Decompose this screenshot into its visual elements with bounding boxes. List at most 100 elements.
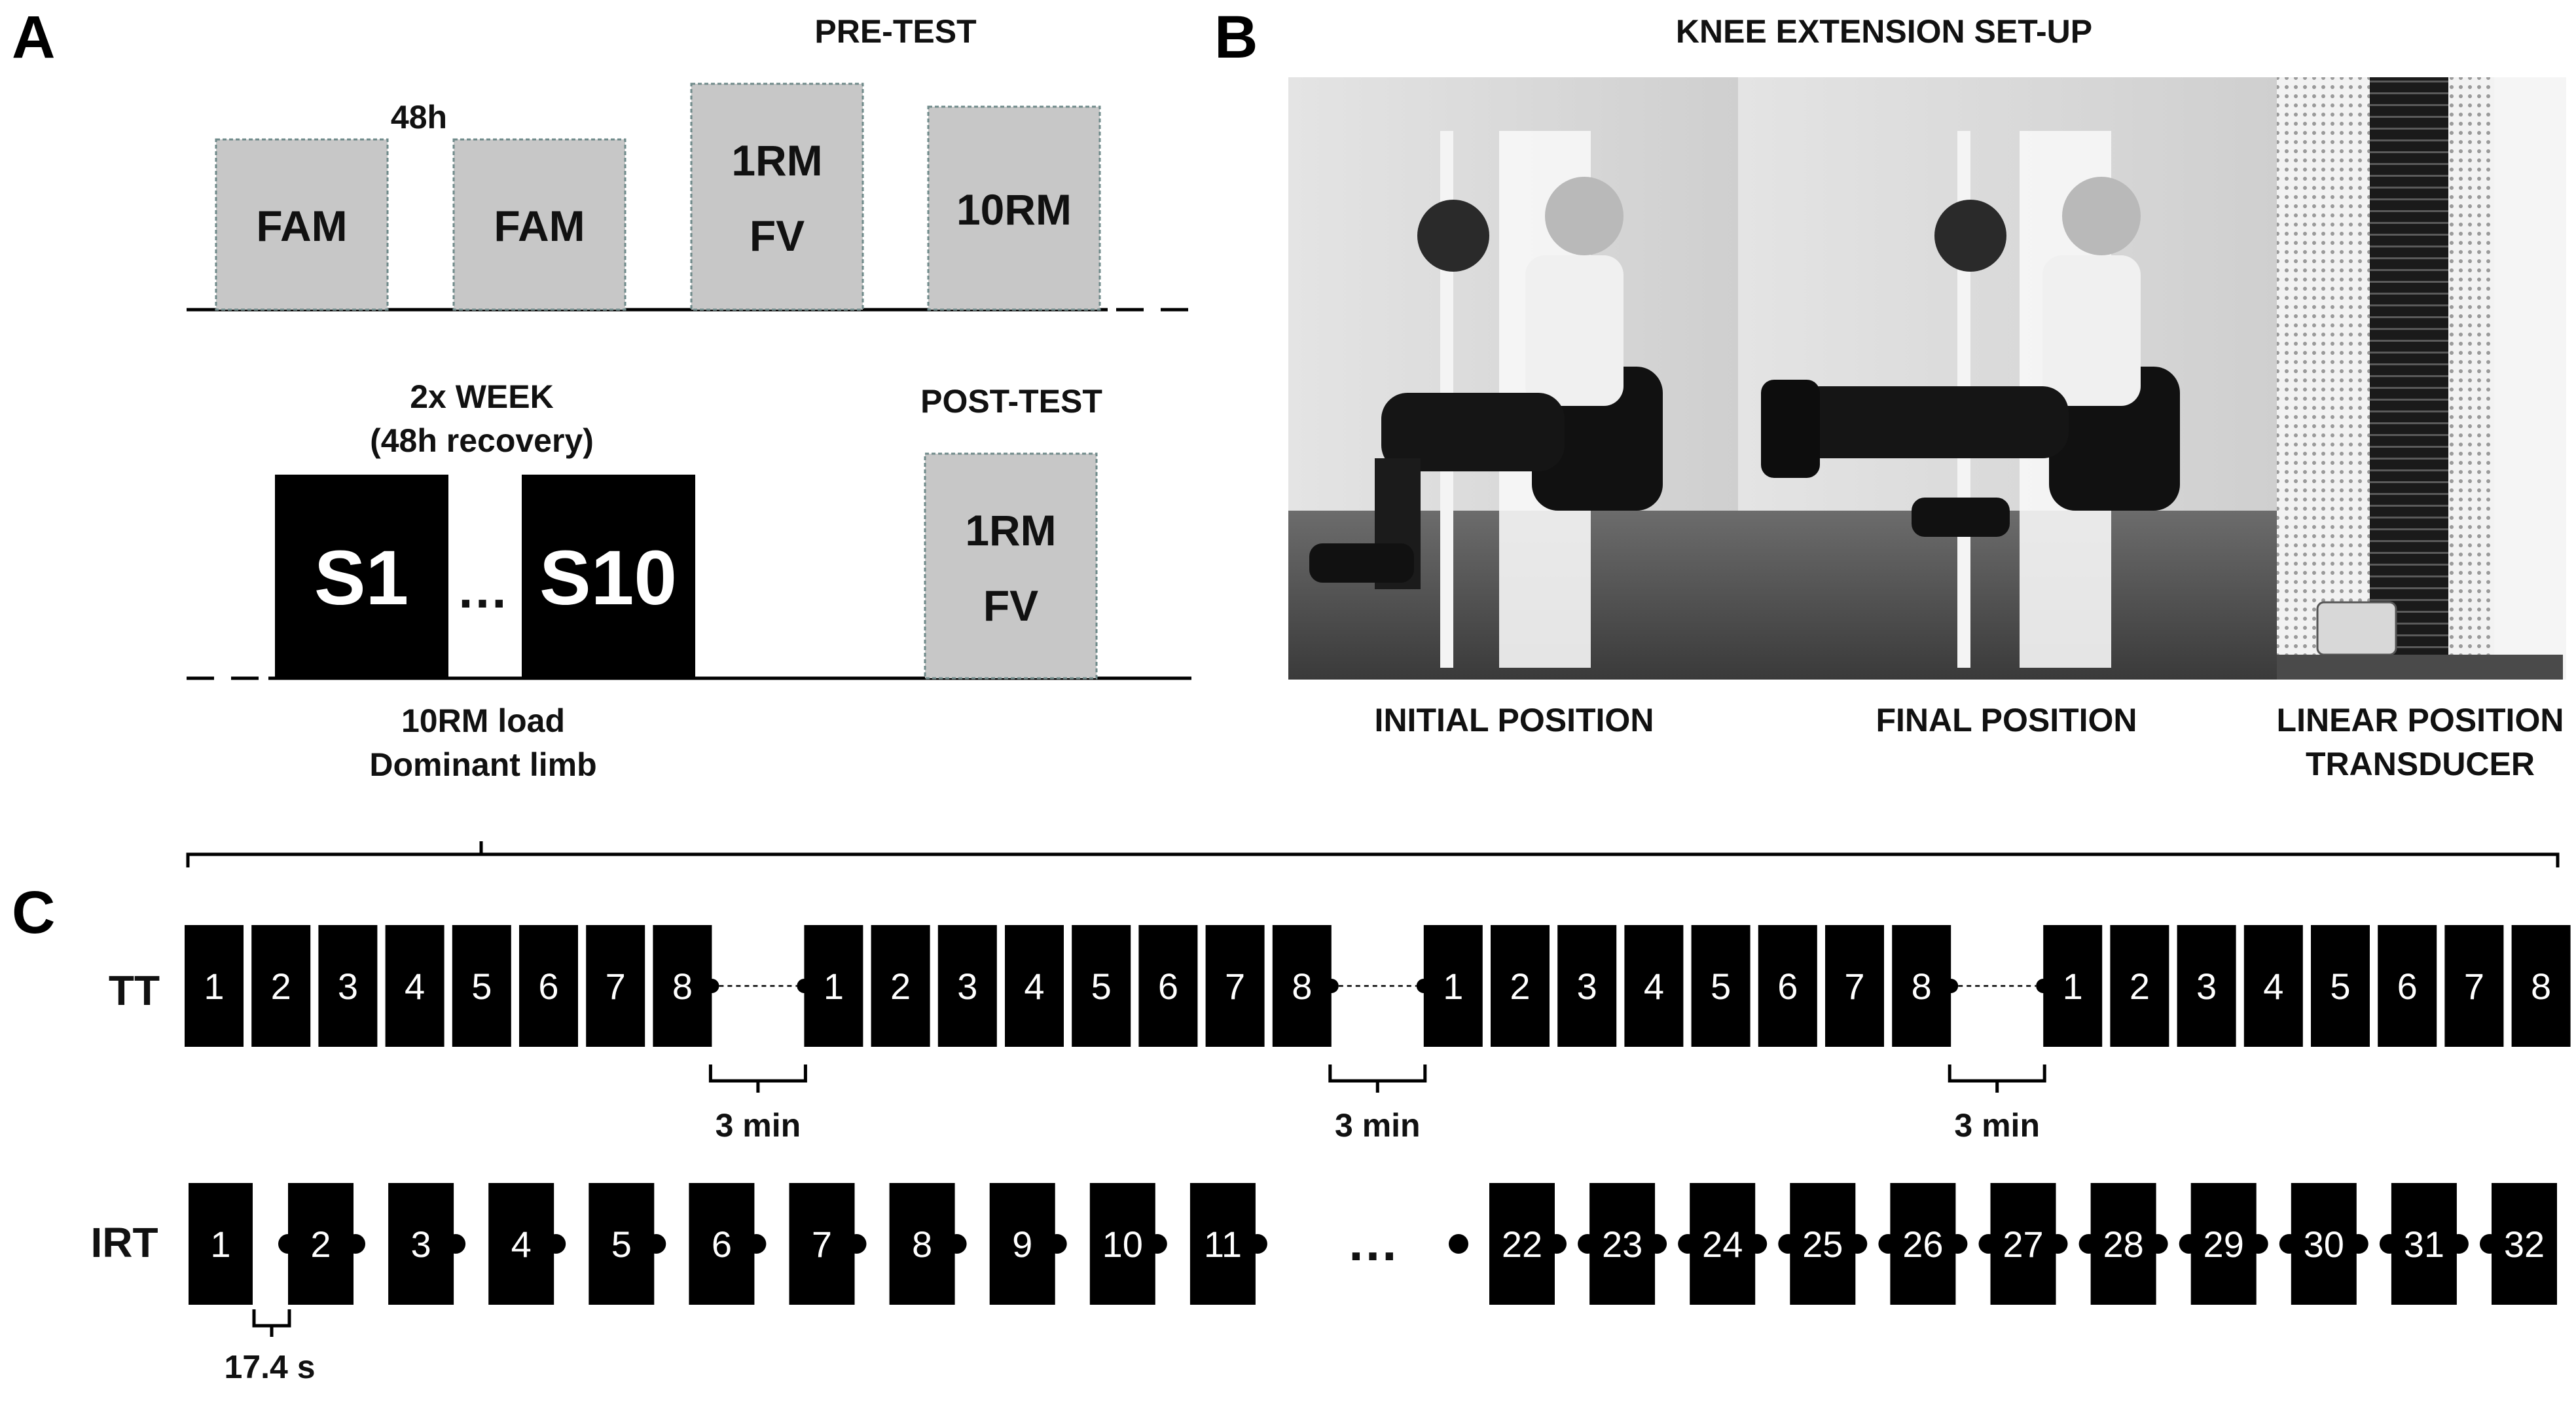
irt-rest-dot <box>1978 1234 1999 1254</box>
tt-rep-number: 2 <box>890 966 911 1007</box>
tt-rep-box <box>385 925 444 1047</box>
irt-rest-dot <box>947 1234 967 1254</box>
caption-final-position: FINAL POSITION <box>1876 702 2137 738</box>
irt-rest-dot <box>2248 1234 2268 1254</box>
training-ellipsis: … <box>456 560 509 619</box>
tt-rep-number: 5 <box>471 966 492 1007</box>
irt-rest-dot <box>746 1234 767 1254</box>
irt-rep-number: 6 <box>712 1224 732 1265</box>
training-recovery-label: (48h recovery) <box>370 422 594 459</box>
tt-rest-start-dot <box>1944 979 1959 993</box>
tt-rep-box <box>185 925 244 1047</box>
tt-rep-box <box>871 925 930 1047</box>
training-limb-label: Dominant limb <box>369 746 596 783</box>
photo-initial-position <box>1288 77 1738 680</box>
tt-rep-box <box>1423 925 1483 1047</box>
irt-rest-dot <box>2148 1234 2168 1254</box>
tt-rep-number: 6 <box>1777 966 1798 1007</box>
irt-rest-dot <box>2379 1234 2399 1254</box>
tt-rep-number: 2 <box>271 966 291 1007</box>
irt-rep-number: 23 <box>1602 1224 1642 1265</box>
tt-rep-number: 2 <box>1510 966 1530 1007</box>
tt-rep-box <box>1691 925 1751 1047</box>
irt-rest-dot <box>2048 1234 2068 1254</box>
tt-rest-label: 3 min <box>716 1107 801 1144</box>
session-detail-brace <box>186 841 2560 867</box>
irt-rep-box <box>488 1183 554 1305</box>
irt-rep-box <box>1890 1183 1956 1305</box>
irt-rest-dot <box>1778 1234 1798 1254</box>
irt-rest-dot <box>2348 1234 2368 1254</box>
pretest-fv-label: FV <box>750 211 805 260</box>
irt-rest-dot <box>1678 1234 1698 1254</box>
irt-rest-dot <box>1878 1234 1898 1254</box>
tt-rep-box <box>1138 925 1198 1047</box>
tt-rep-box <box>519 925 578 1047</box>
tt-rep-number: 3 <box>1577 966 1597 1007</box>
irt-rest-dot <box>646 1234 666 1254</box>
tt-rep-box <box>2378 925 2437 1047</box>
tt-rep-number: 6 <box>1158 966 1178 1007</box>
irt-rep-number: 24 <box>1702 1224 1743 1265</box>
irt-rest-dot <box>1578 1234 1598 1254</box>
tt-rep-box <box>2243 925 2303 1047</box>
tt-rest-brace <box>1328 1064 1427 1093</box>
posttest-1rm-label: 1RM <box>965 506 1056 555</box>
irt-rep-box <box>189 1183 253 1305</box>
irt-rest-label: 17.4 s <box>224 1349 315 1385</box>
irt-rep-box <box>288 1183 354 1305</box>
tt-rep-box <box>452 925 511 1047</box>
panel-letter-c: C <box>12 879 55 946</box>
irt-rep-number: 2 <box>310 1224 331 1265</box>
irt-rep-number: 29 <box>2204 1224 2244 1265</box>
irt-ellipsis: … <box>1347 1213 1399 1271</box>
posttest-title: POST-TEST <box>920 383 1102 420</box>
irt-rep-box <box>2090 1183 2156 1305</box>
tt-rep-box <box>804 925 863 1047</box>
photo-final-position <box>1738 77 2277 680</box>
irt-rest-dot <box>2078 1234 2099 1254</box>
tt-rep-box <box>2444 925 2504 1047</box>
tt-rep-number: 1 <box>824 966 844 1007</box>
fam-session-1 <box>215 138 389 311</box>
irt-rest-dot <box>1047 1234 1067 1254</box>
tt-rep-number: 8 <box>672 966 693 1007</box>
photo-linear-position-transducer <box>2277 77 2566 680</box>
tt-row-label: TT <box>109 967 160 1014</box>
irt-rep-box <box>889 1183 955 1305</box>
tt-rep-number: 1 <box>204 966 224 1007</box>
pretest-10rm-label: 10RM <box>956 185 1072 234</box>
irt-rep-number: 25 <box>1802 1224 1843 1265</box>
irt-rest-dot <box>1247 1234 1267 1254</box>
training-session-s10-label: S10 <box>539 535 677 621</box>
irt-rep-box <box>1790 1183 1856 1305</box>
training-session-s1-label: S1 <box>314 535 408 621</box>
tt-rest-label: 3 min <box>1954 1107 2040 1144</box>
irt-rep-number: 32 <box>2504 1224 2545 1265</box>
irt-rep-box <box>2291 1183 2357 1305</box>
tt-rep-box <box>1892 925 1951 1047</box>
tt-rep-box <box>1205 925 1265 1047</box>
tt-rep-box <box>2511 925 2571 1047</box>
irt-rep-box <box>589 1183 655 1305</box>
irt-rest-dot <box>1449 1234 1468 1254</box>
tt-rep-number: 7 <box>1225 966 1245 1007</box>
irt-rep-box <box>1990 1183 2056 1305</box>
pretest-10rm-session <box>927 105 1101 311</box>
tt-rep-box <box>586 925 645 1047</box>
irt-rep-number: 28 <box>2103 1224 2143 1265</box>
tt-rep-box <box>1557 925 1617 1047</box>
irt-rep-box <box>2492 1183 2557 1305</box>
irt-rest-dot <box>546 1234 566 1254</box>
tt-rep-box <box>1758 925 1817 1047</box>
tt-rep-number: 5 <box>1711 966 1731 1007</box>
irt-rest-dot <box>2448 1234 2469 1254</box>
tt-rep-number: 6 <box>538 966 558 1007</box>
tt-rep-number: 7 <box>2464 966 2484 1007</box>
tt-rep-box <box>1491 925 1550 1047</box>
caption-initial-position: INITIAL POSITION <box>1375 702 1654 738</box>
posttest-fv-label: FV <box>983 581 1038 630</box>
tt-rep-number: 1 <box>2063 966 2083 1007</box>
